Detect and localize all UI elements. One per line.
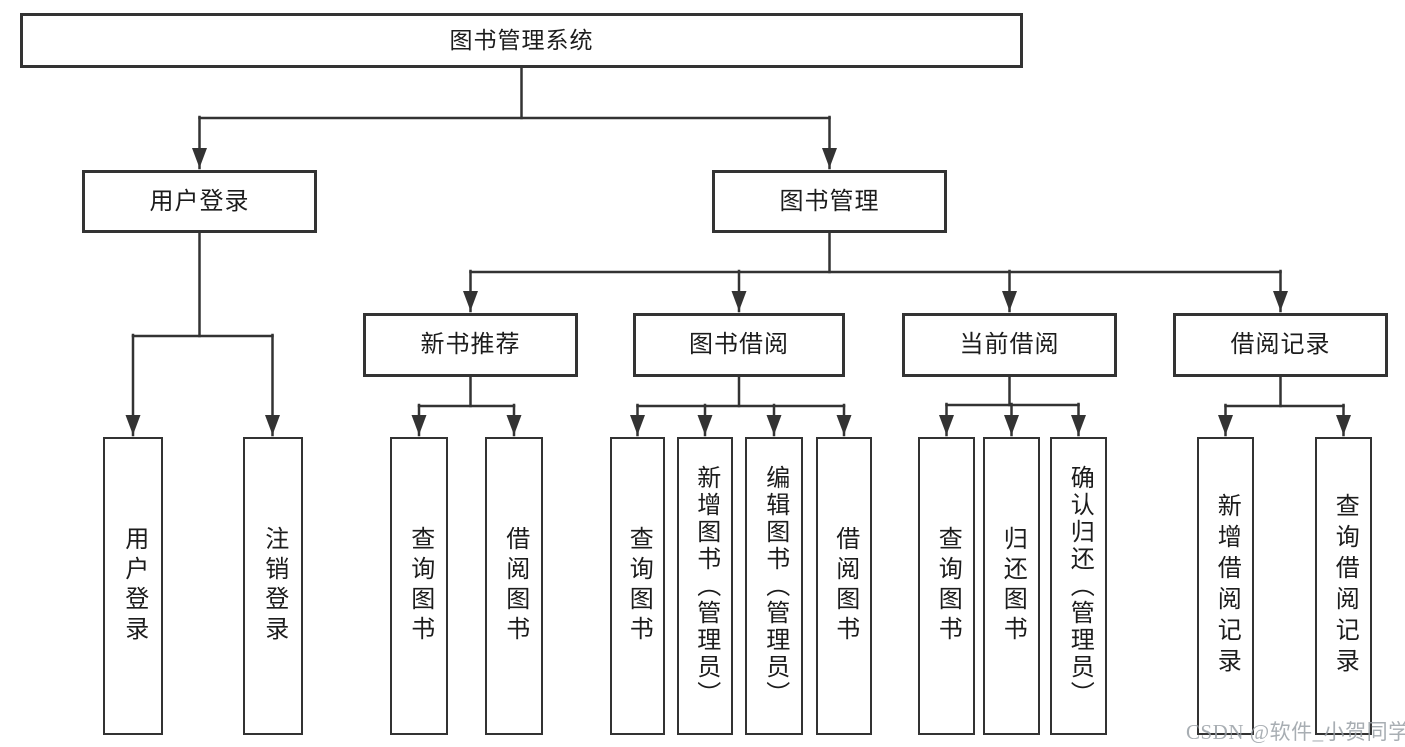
node-label: 新增图书（管理员） xyxy=(692,464,719,708)
node-label: 用户登录 xyxy=(149,188,250,215)
node-label: 编辑图书（管理员） xyxy=(761,464,788,708)
node-label: 新增借阅记录 xyxy=(1213,493,1240,679)
node-label: 用户登录 xyxy=(120,526,147,646)
node-label: 查询图书 xyxy=(934,526,961,646)
node-leaf-query-books-recommend: 查询图书 xyxy=(390,437,448,735)
node-book-borrow: 图书借阅 xyxy=(633,313,845,377)
node-book-management: 图书管理 xyxy=(712,170,947,233)
node-label: 借阅记录 xyxy=(1230,332,1331,358)
node-user-login: 用户登录 xyxy=(82,170,317,233)
node-label: 查询借阅记录 xyxy=(1331,493,1358,679)
node-label: 借阅图书 xyxy=(501,526,528,646)
node-label: 注销登录 xyxy=(260,526,287,646)
node-label: 借阅图书 xyxy=(831,526,858,646)
node-library-management-system: 图书管理系统 xyxy=(20,13,1023,68)
node-leaf-borrow-books-recommend: 借阅图书 xyxy=(485,437,543,735)
node-leaf-add-borrow-record: 新增借阅记录 xyxy=(1197,437,1254,735)
node-label: 图书管理 xyxy=(779,188,880,215)
node-leaf-add-books-admin: 新增图书（管理员） xyxy=(677,437,733,735)
node-label: 当前借阅 xyxy=(959,332,1060,358)
node-leaf-borrow-books: 借阅图书 xyxy=(816,437,872,735)
node-label: 查询图书 xyxy=(406,526,433,646)
node-leaf-query-books-current: 查询图书 xyxy=(918,437,975,735)
node-leaf-logout: 注销登录 xyxy=(243,437,303,735)
node-current-borrow: 当前借阅 xyxy=(902,313,1117,377)
node-leaf-edit-books-admin: 编辑图书（管理员） xyxy=(745,437,803,735)
node-borrow-record: 借阅记录 xyxy=(1173,313,1388,377)
csdn-watermark: CSDN @软件_小贺同学 xyxy=(1186,720,1405,744)
node-label: 新书推荐 xyxy=(420,332,521,358)
node-label: 图书借阅 xyxy=(689,332,789,358)
node-new-book-recommend: 新书推荐 xyxy=(363,313,578,377)
node-label: 确认归还（管理员） xyxy=(1066,464,1093,708)
node-label: 图书管理系统 xyxy=(449,28,594,53)
node-leaf-query-borrow-record: 查询借阅记录 xyxy=(1315,437,1372,735)
node-leaf-user-login: 用户登录 xyxy=(103,437,163,735)
node-leaf-return-books: 归还图书 xyxy=(983,437,1040,735)
node-label: 查询图书 xyxy=(625,526,652,646)
node-leaf-query-books-borrow: 查询图书 xyxy=(610,437,665,735)
node-leaf-confirm-return-admin: 确认归还（管理员） xyxy=(1050,437,1107,735)
node-label: 归还图书 xyxy=(999,526,1026,646)
